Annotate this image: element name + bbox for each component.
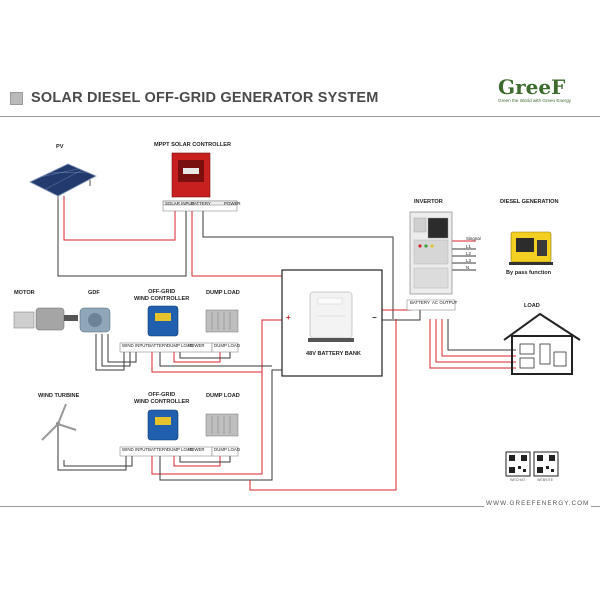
wire-gdf-wc1-c — [107, 334, 137, 363]
wire-battery-inverter-neg — [380, 308, 421, 321]
wire-mppt-battery-pos — [191, 211, 286, 277]
wire-gdf-wc1-b — [101, 334, 131, 367]
wc2-terminal-wind: WIND INPUT — [122, 447, 149, 452]
wind-turbine — [41, 403, 77, 462]
wire-wc1-dump — [173, 352, 221, 363]
label-dump-load-2: DUMP LOAD — [206, 393, 240, 399]
wc2-terminal-battery: BATTERY — [148, 447, 168, 452]
website-url: WWW.GREEFENERGY.COM — [484, 500, 592, 507]
qr-codes — [505, 451, 559, 477]
wire-gdf-wc1-a — [95, 334, 125, 371]
wire-bus-inverter — [249, 319, 397, 491]
label-diesel: DIESEL GENERATION — [500, 199, 559, 205]
label-gdf: GDF — [88, 290, 100, 296]
wire-wc2-dump-neg — [179, 456, 231, 463]
label-mppt: MPPT SOLAR CONTROLLER — [154, 142, 232, 148]
label-pv: PV — [56, 144, 64, 150]
inverter-terminal-battery: BATTERY — [410, 300, 430, 305]
dump1-terminal: DUMP LOAD — [214, 343, 241, 348]
qr-caption-wechat: WECHAT — [510, 478, 526, 482]
wire-wc1-battery — [151, 352, 262, 373]
gen-line-l2: L2 — [466, 251, 471, 256]
wire-mppt-power — [202, 211, 394, 319]
top-divider — [0, 116, 600, 117]
wc1-terminal-battery: BATTERY — [148, 343, 168, 348]
label-battery: 48V BATTERY BANK — [306, 351, 361, 357]
label-wind-turbine: WIND TURBINE — [38, 393, 80, 399]
bottom-divider — [0, 506, 600, 507]
battery-plus: + — [286, 313, 291, 322]
label-wind-controller-2: OFF-GRID WIND CONTROLLER — [134, 392, 190, 405]
greef-logo: GreeF Green the World with Green Energy — [498, 76, 588, 110]
wire-pv-negative — [57, 196, 187, 277]
wind-controller-1 — [119, 305, 213, 353]
wc2-terminal-dump: DUMP LOAD — [167, 447, 194, 452]
label-dump-load-1: DUMP LOAD — [206, 290, 240, 296]
wire-wt-wc2-b — [63, 456, 133, 467]
inverter — [406, 211, 456, 311]
wire-load-l3 — [441, 319, 516, 357]
label-load: LOAD — [524, 303, 540, 309]
battery-minus: − — [372, 313, 377, 322]
logo-name: GreeF — [498, 75, 566, 99]
label-bypass: By pass function — [506, 270, 552, 276]
wire-load-l2 — [435, 319, 516, 363]
label-motor: MOTOR — [14, 290, 35, 296]
wire-wc2-battery — [151, 456, 244, 475]
qr-caption-website: WEBSITE — [537, 478, 554, 482]
diesel-generator — [509, 231, 553, 265]
wire-pv-positive — [63, 196, 176, 241]
pv-panel — [29, 163, 97, 200]
wire-load-n — [447, 319, 516, 351]
mppt-terminal-power: POWER — [224, 201, 241, 206]
wc1-terminal-power: POWER — [188, 343, 205, 348]
wires — [57, 196, 516, 491]
gen-line-l3: L3 — [466, 258, 471, 263]
wire-wt-wc2-a — [57, 456, 127, 471]
title-bar: SOLAR DIESEL OFF-GRID GENERATOR SYSTEM — [10, 90, 379, 106]
gen-line-signal: Singnal — [466, 236, 481, 241]
gen-line-n: N — [466, 265, 470, 270]
mppt-controller — [162, 152, 238, 212]
label-inverter: INVERTOR — [414, 199, 443, 205]
motor-assembly — [13, 307, 111, 333]
gen-line-l1: L1 — [466, 244, 471, 249]
dump-load-2 — [205, 413, 239, 457]
mppt-terminal-battery: BATTERY — [191, 201, 211, 206]
dump-load-1 — [205, 309, 239, 353]
label-wind-controller-1: OFF-GRID WIND CONTROLLER — [134, 289, 190, 302]
wire-wc2-dump — [173, 456, 221, 467]
page-title: SOLAR DIESEL OFF-GRID GENERATOR SYSTEM — [31, 90, 379, 106]
load-house — [503, 312, 581, 375]
mppt-terminal-solar: SOLAR INPUT — [165, 201, 195, 206]
wire-wc1-battery-neg — [159, 352, 272, 367]
battery-bank — [281, 269, 383, 377]
logo-tagline: Green the World with Green Energy — [498, 98, 571, 103]
wire-wc2-battery-neg — [159, 456, 250, 481]
wire-battery-bus-neg — [250, 369, 282, 481]
wire-wc1-dump-neg — [179, 352, 231, 359]
wc1-terminal-wind: WIND INPUT — [122, 343, 149, 348]
title-bullet-icon — [10, 91, 23, 105]
wire-load-l1 — [429, 319, 516, 369]
wc2-terminal-power: POWER — [188, 447, 205, 452]
wc1-terminal-dump: DUMP LOAD — [167, 343, 194, 348]
wire-battery-bus-pos — [244, 319, 282, 475]
inverter-terminal-ac: AC OUTPUT — [432, 300, 458, 305]
dump2-terminal: DUMP LOAD — [214, 447, 241, 452]
